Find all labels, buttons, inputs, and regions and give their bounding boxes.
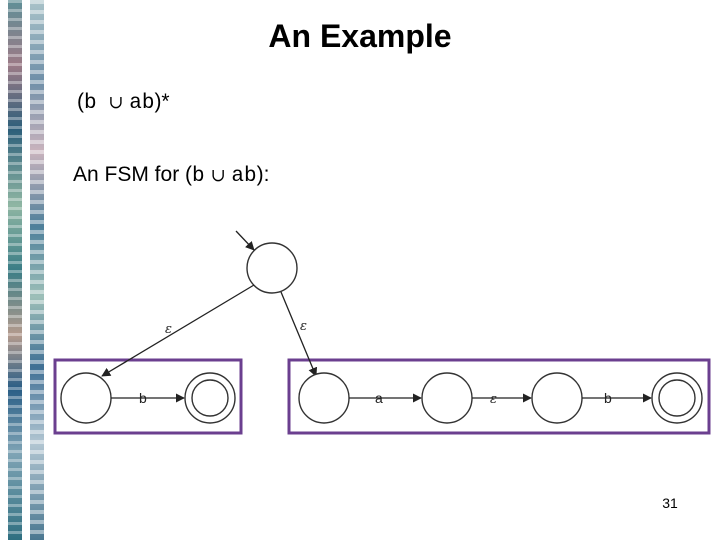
expr-close: )* [154,90,170,113]
caption-b: b [192,165,205,188]
edge-epsilon-right [280,291,318,377]
slide-title: An Example [268,18,452,54]
regex-expression: (b ∪ ab)* [77,90,170,115]
state-ab-before-b [531,372,583,424]
caption-prefix: An FSM for ( [73,163,193,186]
state-ab-start [298,372,350,424]
page-number: 31 [662,495,678,511]
decorative-strip-right [30,0,44,540]
decorative-strip-left [8,0,22,540]
state-start [246,242,298,294]
label-b-left: b [139,390,147,406]
expr-b: b [84,92,97,115]
caption-ab: ab [231,165,257,188]
label-b-right: b [604,390,612,406]
caption-union: ∪ [210,165,226,186]
highlight-box-ab [287,358,711,435]
start-arrow [235,230,255,251]
label-epsilon-left: ε [165,322,172,337]
label-epsilon-middle: ε [490,392,497,407]
fsm-caption: An FSM for (b ∪ ab): [73,163,269,188]
state-ab-accept-inner [658,379,696,417]
label-a: a [375,390,383,406]
highlight-box-b [53,358,243,435]
state-b-start [60,372,112,424]
expr-union: ∪ [108,92,124,113]
expr-ab: ab [129,92,155,115]
edge-epsilon-left [101,284,255,377]
caption-suffix: ): [256,163,270,186]
state-ab-after-a [421,372,473,424]
state-b-accept-inner [191,379,229,417]
label-epsilon-right: ε [300,319,307,334]
expr-open: ( [77,90,84,113]
